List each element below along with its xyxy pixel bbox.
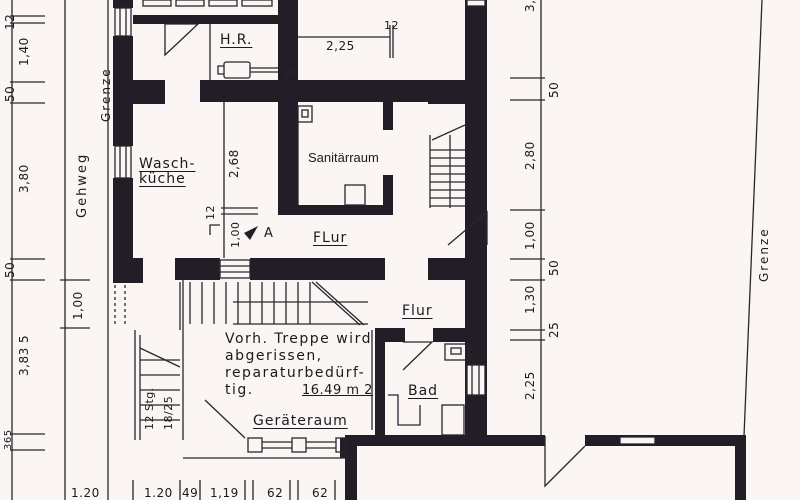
dim-right-7: 2,25 xyxy=(523,371,537,400)
dim-right-4: 50 xyxy=(547,259,561,276)
dim-bottom-4: 62 xyxy=(267,486,284,500)
dim-left-2: 50 xyxy=(3,85,17,102)
dim-left-1: 1,40 xyxy=(17,37,31,66)
room-label-hr: H.R. xyxy=(220,32,253,48)
dim-bottom-5: 62 xyxy=(312,486,329,500)
dim-bottom-1: 1.20 xyxy=(144,486,173,500)
boundary-label-right: Grenze xyxy=(757,227,771,282)
dim-bottom-0: 1.20 xyxy=(71,486,100,500)
dim-bottom-2: 49 xyxy=(182,486,199,500)
dim-left-inner: 1,00 xyxy=(71,291,85,320)
dim-inner-vertical: 2,68 xyxy=(227,149,241,178)
dim-right-0: 3, xyxy=(523,0,537,12)
stair-ratio-label: 18/25 xyxy=(162,395,175,430)
area-label: 16.49 m 2 xyxy=(302,383,373,398)
stair-note-line4: tig. xyxy=(225,382,254,398)
dim-left-0: 12 xyxy=(3,13,17,30)
dim-right-3: 1,00 xyxy=(523,221,537,250)
stair-note-line2: abgerissen, xyxy=(225,348,323,364)
dim-right-1: 50 xyxy=(547,81,561,98)
room-label-sanitaerraum: Sanitärraum xyxy=(308,150,379,165)
room-label-bad: Bad xyxy=(408,383,439,399)
dim-top-middle: 2,25 xyxy=(326,39,355,53)
dim-right-2: 2,80 xyxy=(523,141,537,170)
section-arrow-icon xyxy=(244,226,258,240)
stair-steps-label: 12 Stg. xyxy=(143,387,156,430)
walls xyxy=(113,0,746,500)
dim-right-6: 25 xyxy=(547,321,561,338)
room-label-geraeteraum: Geräteraum xyxy=(253,413,348,429)
dim-inner-door: 1,00 xyxy=(229,221,242,249)
dim-top-middle-small: 12 xyxy=(384,19,399,32)
boundary-label-left: Grenze xyxy=(99,67,113,122)
dim-left-4: 50 xyxy=(3,261,17,278)
dim-left-5: 3,83 5 xyxy=(17,334,31,376)
room-label-waschkueche-1: Wasch- xyxy=(139,156,196,172)
sidewalk-label: Gehweg xyxy=(75,152,90,218)
section-marker-label: A xyxy=(264,226,273,241)
room-label-flur-small: Flur xyxy=(402,303,433,319)
room-label-waschkueche-2: küche xyxy=(139,171,186,187)
room-label-flur-main: FLur xyxy=(313,230,348,246)
stair-note-line3: reparaturbedürf- xyxy=(225,365,366,381)
thin-lines xyxy=(10,0,763,500)
dim-inner-small: 12 xyxy=(204,205,217,220)
stair-note-line1: Vorh. Treppe wird xyxy=(225,331,372,347)
dim-left-6: 365 xyxy=(3,429,14,450)
dim-right-5: 1,30 xyxy=(523,285,537,314)
dim-bottom-3: 1,19 xyxy=(210,486,239,500)
dim-left-3: 3,80 xyxy=(17,164,31,193)
